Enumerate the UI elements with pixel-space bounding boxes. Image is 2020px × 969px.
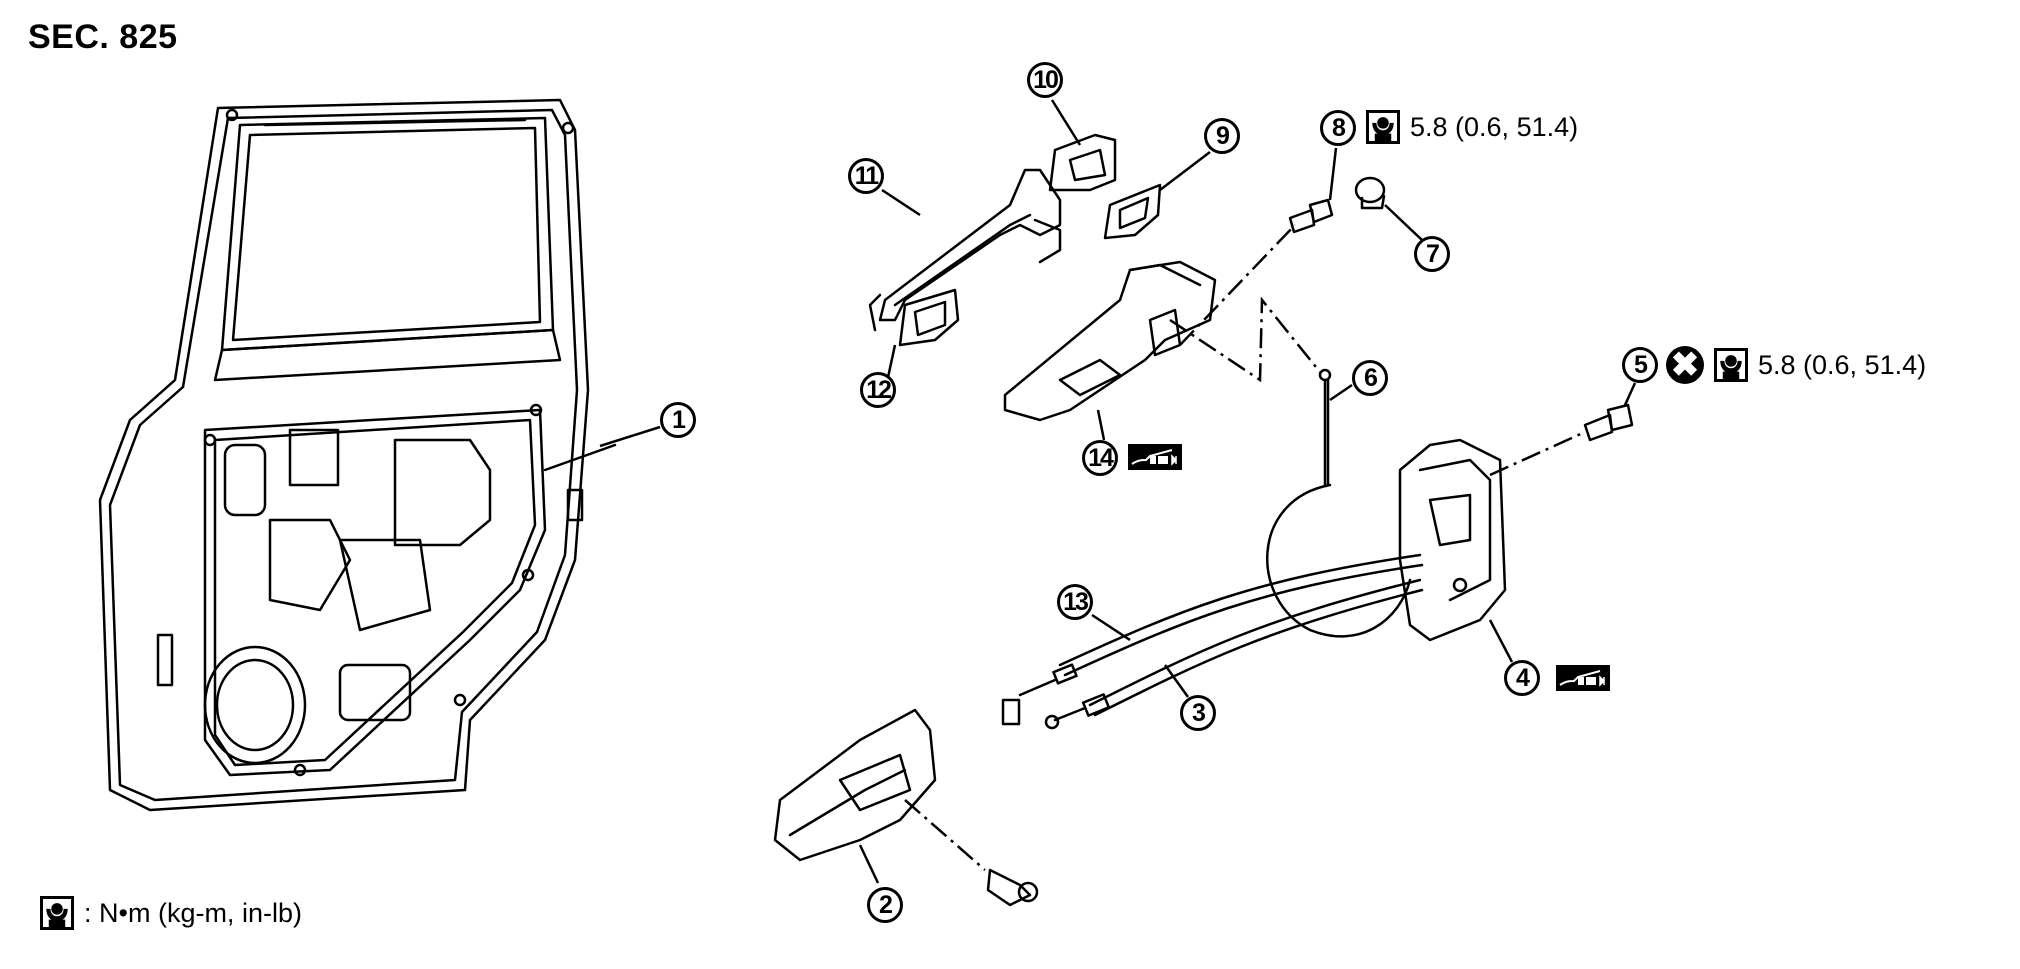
gasket-rear-drawing <box>898 288 960 347</box>
callout-10: 10 <box>1027 62 1063 98</box>
alignment-line-bolt-8 <box>1179 224 1296 346</box>
handle-bracket-drawing <box>1003 260 1217 422</box>
callout-9: 9 <box>1204 118 1240 154</box>
torque-wrench-icon <box>40 896 74 930</box>
cap-7-drawing <box>1354 176 1386 210</box>
alignment-line-rod <box>1169 296 1321 383</box>
rod-6-drawing <box>1318 368 1332 487</box>
callout-5: 5 <box>1622 347 1658 383</box>
callout-7: 7 <box>1414 236 1450 272</box>
torque-spec-part-8: 5.8 (0.6, 51.4) <box>1366 110 1578 144</box>
callout-1: 1 <box>660 402 696 438</box>
do-not-reuse-x-icon: ✖ <box>1666 346 1704 384</box>
torque-spec-part-5: ✖ 5.8 (0.6, 51.4) <box>1666 346 1926 384</box>
torque-units-legend: : N•m (kg-m, in-lb) <box>40 896 302 930</box>
door-panel-drawing <box>98 98 617 812</box>
callout-13: 13 <box>1057 584 1093 620</box>
callout-3: 3 <box>1180 695 1216 731</box>
callout-12: 12 <box>860 372 896 408</box>
inside-handle-drawing <box>773 708 937 862</box>
torque-value-part-5: 5.8 (0.6, 51.4) <box>1758 349 1927 380</box>
cable-drawing <box>1001 483 1424 730</box>
callout-11: 11 <box>848 158 884 194</box>
section-title: SEC. 825 <box>28 18 178 56</box>
alignment-line-screw <box>904 799 986 871</box>
callout-4: 4 <box>1504 660 1540 696</box>
callout-14: 14 <box>1082 440 1118 476</box>
grease-apply-icon <box>1128 444 1182 470</box>
grease-apply-icon <box>1556 665 1610 691</box>
screw-drawing <box>986 868 1039 907</box>
bolt-5-drawing <box>1583 403 1634 442</box>
gasket-front-drawing <box>1103 183 1162 240</box>
torque-wrench-icon <box>1714 348 1748 382</box>
callout-2: 2 <box>867 887 903 923</box>
door-lock-drawing <box>1398 438 1507 642</box>
torque-value-part-8: 5.8 (0.6, 51.4) <box>1410 111 1579 142</box>
handle-cover-drawing <box>1048 133 1117 192</box>
callout-8: 8 <box>1320 110 1356 146</box>
bolt-8-drawing <box>1288 198 1334 234</box>
torque-units-text: : N•m (kg-m, in-lb) <box>84 897 302 928</box>
torque-wrench-icon <box>1366 110 1400 144</box>
outside-handle-drawing <box>868 168 1062 332</box>
callout-6: 6 <box>1352 360 1388 396</box>
alignment-line-bolt-5 <box>1489 430 1586 477</box>
